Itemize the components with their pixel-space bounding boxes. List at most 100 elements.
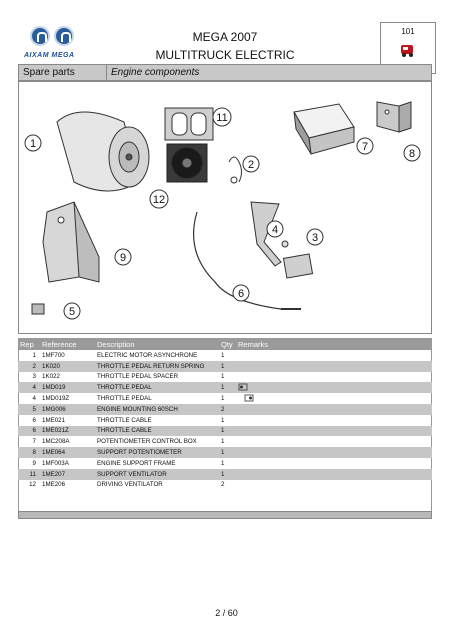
engine-mounting-drawing [31, 303, 45, 315]
cell-rep: 5 [18, 403, 40, 415]
vehicle-thumbnail-icon [401, 45, 413, 57]
exploded-parts-diagram: 1 2 3 4 5 6 7 8 9 11 12 [18, 81, 432, 334]
cell-description: ENGINE SUPPORT FRAME [97, 459, 176, 467]
pedal-spacer-drawing [281, 240, 289, 248]
cell-rep: 4 [18, 382, 40, 394]
table-row: 4 1MD019Z THROTTLE PEDAL 1 [18, 393, 432, 404]
cell-reference: 1ME064 [40, 447, 95, 458]
callout-9: 9 [114, 248, 132, 266]
col-remarks-header: Remarks [236, 338, 432, 350]
cell-qty: 1 [221, 395, 225, 403]
cell-remarks [236, 350, 432, 361]
callout-4: 4 [266, 220, 284, 238]
section-bar: Spare parts Engine components [18, 64, 432, 81]
cell-rep: 7 [32, 438, 36, 446]
table-row: 3 1K022 THROTTLE PEDAL SPACER 1 [18, 372, 432, 383]
parts-table-body: 1 1MF700 ELECTRIC MOTOR ASYNCHRONE 1 2 1… [18, 350, 432, 490]
table-row: 6 1ME021Z THROTTLE CABLE 1 [18, 425, 432, 437]
table-footer-bar [18, 511, 432, 519]
page-separator: / [222, 608, 226, 618]
svg-text:3: 3 [312, 232, 318, 244]
cell-qty: 1 [219, 468, 236, 480]
callout-5: 5 [63, 302, 81, 320]
table-row: 7 1MC208A POTENTIOMETER CONTROL BOX 1 [18, 436, 432, 447]
cell-remarks [236, 382, 432, 394]
cell-rep: 6 [18, 425, 40, 437]
cell-description: THROTTLE PEDAL SPACER [97, 373, 179, 381]
cell-qty: 1 [221, 351, 225, 359]
cell-description: SUPPORT POTENTIOMETER [95, 447, 219, 458]
ventilator-fan-drawing [166, 143, 208, 183]
model-title: MEGA 2007 [192, 30, 258, 44]
svg-text:1: 1 [30, 138, 36, 150]
callout-2: 2 [242, 155, 260, 173]
cell-remarks [236, 468, 432, 480]
svg-text:4: 4 [272, 224, 278, 236]
table-row: 8 1ME064 SUPPORT POTENTIOMETER 1 [18, 447, 432, 458]
table-row: 11 1ME207 SUPPORT VENTILATOR 1 [18, 468, 432, 480]
cell-description: ENGINE MOUNTING 60SCH [95, 403, 219, 415]
cell-rep: 1 [32, 351, 36, 359]
col-rep-header: Rep [18, 338, 40, 350]
table-row: 6 1ME021 THROTTLE CABLE 1 [18, 415, 432, 426]
svg-text:12: 12 [153, 194, 165, 206]
cell-remarks [236, 436, 432, 447]
cell-reference: 1ME206 [42, 481, 66, 489]
cell-reference: 1K020 [40, 360, 95, 372]
table-row: 5 1MG006 ENGINE MOUNTING 60SCH 2 [18, 403, 432, 415]
cell-qty: 1 [219, 425, 236, 437]
callout-3: 3 [306, 228, 324, 246]
cell-remarks [236, 415, 432, 426]
cell-rep: 9 [32, 459, 36, 467]
cell-qty: 1 [219, 360, 236, 372]
table-row: 1 1MF700 ELECTRIC MOTOR ASYNCHRONE 1 [18, 350, 432, 361]
cell-reference: 1MG006 [40, 403, 95, 415]
parts-table-wrap: Rep Reference Description Qty Remarks 1 … [18, 338, 432, 490]
cell-remarks [236, 480, 432, 491]
potentiometer-support-drawing [376, 101, 412, 133]
cell-reference: 1MC208A [42, 438, 70, 446]
control-box-drawing [293, 103, 355, 155]
return-spring-drawing [228, 156, 242, 184]
svg-text:2: 2 [248, 159, 254, 171]
cell-reference: 1MF003A [42, 459, 69, 467]
table-row: 9 1MF003A ENGINE SUPPORT FRAME 1 [18, 458, 432, 469]
throttle-cable-drawing [193, 211, 301, 310]
cell-description: THROTTLE PEDAL [97, 395, 152, 403]
cell-reference: 1MD019 [40, 382, 95, 394]
table-row: 2 1K020 THROTTLE PEDAL RETURN SPRING 1 [18, 360, 432, 372]
engine-support-frame-drawing [42, 201, 100, 283]
svg-text:7: 7 [362, 141, 368, 153]
cell-qty: 1 [219, 447, 236, 458]
cell-remarks [236, 458, 432, 469]
col-reference-header: Reference [40, 338, 95, 350]
page-code: 101 [401, 27, 415, 36]
section-subtitle: Engine components [111, 67, 200, 78]
table-header-row: Rep Reference Description Qty Remarks [18, 338, 432, 350]
page-footer: 2 / 60 [0, 608, 453, 618]
cell-reference: 1ME021 [42, 416, 66, 424]
left-hand-drive-icon [238, 383, 248, 391]
electric-motor-drawing [56, 111, 150, 192]
parts-table: Rep Reference Description Qty Remarks 1 … [18, 338, 432, 490]
aixam-mega-logo: AIXAM MEGA [24, 24, 88, 64]
table-row: 4 1MD019 THROTTLE PEDAL 1 [18, 382, 432, 394]
cell-description: THROTTLE CABLE [95, 425, 219, 437]
callout-11: 11 [212, 107, 232, 127]
section-label: Spare parts [23, 67, 75, 78]
cell-reference: 1ME207 [40, 468, 95, 480]
svg-text:6: 6 [238, 288, 244, 300]
cell-rep: 3 [32, 373, 36, 381]
cell-description: THROTTLE PEDAL [95, 382, 219, 394]
cell-reference: 1K022 [42, 373, 60, 381]
cell-qty: 1 [221, 373, 225, 381]
callout-1: 1 [24, 134, 42, 152]
svg-text:9: 9 [120, 252, 126, 264]
svg-text:5: 5 [69, 306, 75, 318]
cell-description: DRIVING VENTILATOR [97, 481, 163, 489]
cell-description: POTENTIOMETER CONTROL BOX [97, 438, 197, 446]
table-row: 12 1ME206 DRIVING VENTILATOR 2 [18, 480, 432, 491]
cell-qty: 1 [219, 382, 236, 394]
cell-qty: 1 [221, 459, 225, 467]
aixam-logo-disc-icon [30, 26, 50, 46]
